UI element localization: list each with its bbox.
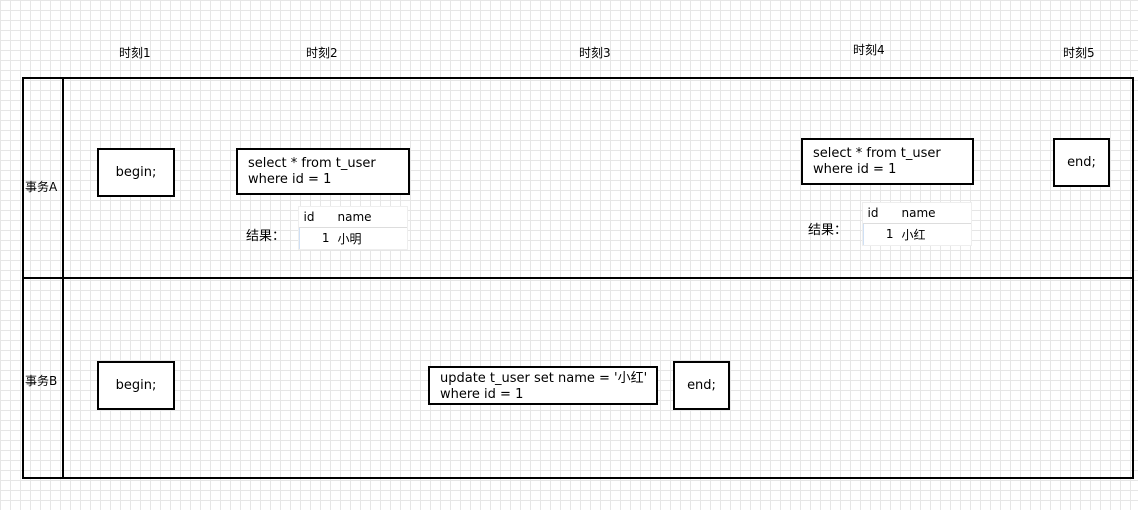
a-result1-label: 结果： xyxy=(246,229,286,244)
a-result2-label: 结果： xyxy=(808,223,848,238)
a-end-box: end; xyxy=(1053,138,1110,187)
b-update-line1: update t_user set name = '小红' xyxy=(440,371,648,386)
cell-name: 小红 xyxy=(901,227,926,242)
time-label-3: 时刻3 xyxy=(579,46,611,60)
b-end-text: end; xyxy=(687,377,716,393)
table-row: 1 小红 xyxy=(863,223,972,245)
table-row: 1 小明 xyxy=(299,227,408,249)
b-update-box: update t_user set name = '小红' where id =… xyxy=(428,366,658,405)
b-begin-text: begin; xyxy=(115,377,157,393)
lane-header-divider xyxy=(62,77,64,479)
time-label-2: 时刻2 xyxy=(306,46,338,60)
table-header-row: id name xyxy=(863,203,971,224)
time-label-1: 时刻1 xyxy=(119,46,151,60)
lane-label-b: 事务B xyxy=(25,374,58,388)
cell-name: 小明 xyxy=(337,231,362,246)
b-begin-box: begin; xyxy=(97,361,175,410)
lane-label-a: 事务A xyxy=(25,180,58,194)
b-update-line2: where id = 1 xyxy=(440,387,524,402)
b-end-box: end; xyxy=(673,361,730,410)
table-header-row: id name xyxy=(299,207,407,228)
time-label-4: 时刻4 xyxy=(853,43,885,57)
a-result2-table: id name 1 小红 xyxy=(863,203,971,245)
cell-id: 1 xyxy=(299,227,334,249)
a-begin-box: begin; xyxy=(97,148,175,197)
a-query1-line2: where id = 1 xyxy=(248,172,332,187)
col-id-header: id xyxy=(299,207,334,228)
a-query1-line1: select * from t_user xyxy=(248,156,376,171)
col-name-header: name xyxy=(333,207,407,228)
a-result1-table: id name 1 小明 xyxy=(299,207,407,249)
col-id-header: id xyxy=(863,203,898,224)
a-query1-box: select * from t_user where id = 1 xyxy=(236,148,410,195)
a-end-text: end; xyxy=(1067,154,1096,170)
lane-transaction-b xyxy=(22,277,1134,479)
a-query2-box: select * from t_user where id = 1 xyxy=(801,138,974,185)
a-query2-line1: select * from t_user xyxy=(813,146,941,161)
a-query2-line2: where id = 1 xyxy=(813,162,897,177)
cell-id: 1 xyxy=(863,223,898,245)
col-name-header: name xyxy=(897,203,971,224)
time-label-5: 时刻5 xyxy=(1063,46,1095,60)
a-begin-text: begin; xyxy=(115,164,157,180)
